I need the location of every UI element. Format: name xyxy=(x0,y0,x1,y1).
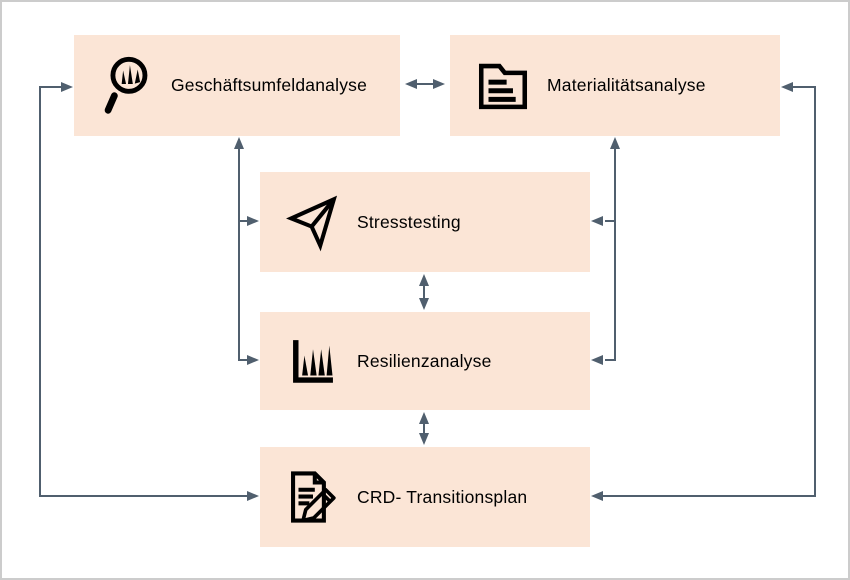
node-crd-transitionsplan: CRD- Transitionsplan xyxy=(260,447,590,547)
node-geschaeftsumfeldanalyse: Geschäftsumfeldanalyse xyxy=(74,35,400,136)
document-pencil-icon xyxy=(284,463,342,531)
bar-chart-icon xyxy=(284,327,342,395)
node-label: Materialitätsanalyse xyxy=(547,75,706,95)
connector-crd-materialitaet xyxy=(591,82,816,501)
node-materialitaetsanalyse: Materialitätsanalyse xyxy=(450,35,780,136)
node-stresstesting: Stresstesting xyxy=(260,172,590,272)
paper-plane-icon xyxy=(284,188,342,256)
connector-stresstesting-resilienz xyxy=(419,274,429,310)
node-label: Stresstesting xyxy=(357,211,461,232)
folder-documents-icon xyxy=(474,52,532,120)
connector-right-inner xyxy=(591,137,620,365)
magnifier-trend-icon xyxy=(98,52,156,120)
connector-crd-geschaeftsumfeld xyxy=(39,82,259,501)
node-label: CRD- Transitionsplan xyxy=(357,486,528,507)
node-resilienzanalyse: Resilienzanalyse xyxy=(260,312,590,410)
connector-left-inner xyxy=(234,137,259,365)
connector-geschaeftsumfeld-materialitaet xyxy=(405,79,445,89)
connector-resilienz-crd xyxy=(419,412,429,445)
node-label: Resilienzanalyse xyxy=(357,350,492,371)
node-label: Geschäftsumfeldanalyse xyxy=(171,75,368,95)
